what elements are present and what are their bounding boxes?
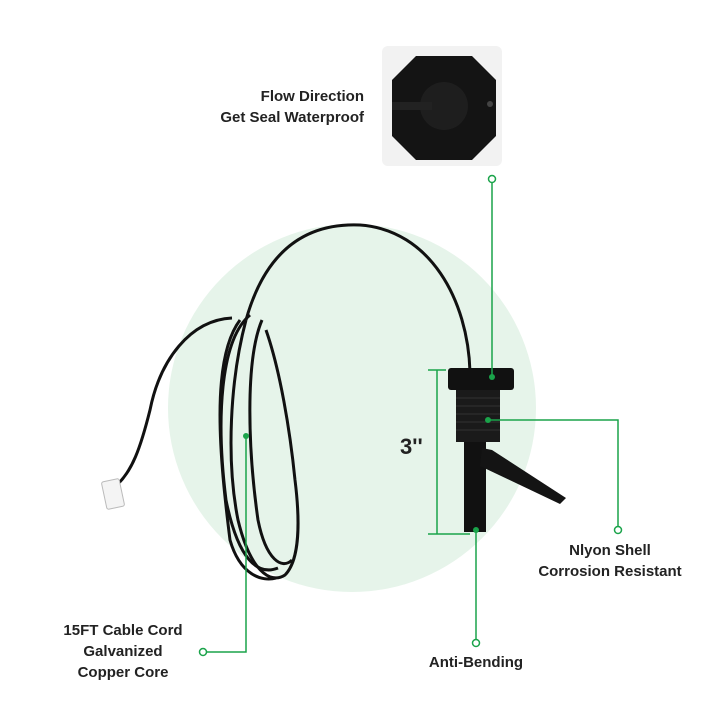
callout-cable-line3: Copper Core <box>77 664 169 681</box>
callout-flow-line1: Flow Direction <box>260 88 364 105</box>
paddle-flag <box>480 448 566 504</box>
callout-shell-line2: Corrosion Resistant <box>538 563 682 580</box>
dimension-label: 3'' <box>400 434 423 459</box>
callout-cable-line1: 15FT Cable Cord <box>63 622 183 639</box>
callout-cable-cord: 15FT Cable Cord Galvanized Copper Core <box>48 620 198 683</box>
callout-shell-line1: Nlyon Shell <box>569 542 651 559</box>
callout-flow-direction: Flow Direction Get Seal Waterproof <box>180 86 364 128</box>
flow-arrow-marker <box>487 101 493 107</box>
leader-lines <box>204 180 619 653</box>
cap-center-seal <box>420 82 468 130</box>
callout-flow-line2: Get Seal Waterproof <box>220 109 364 126</box>
leader-anchor-dots <box>243 374 495 533</box>
background-circle <box>168 224 536 592</box>
callout-bending-line1: Anti-Bending <box>428 654 524 671</box>
sensor-body <box>448 368 566 532</box>
callout-nylon-shell: Nlyon Shell Corrosion Resistant <box>520 540 700 582</box>
callout-cable-line2: Galvanized <box>83 643 163 660</box>
cable-cord <box>116 223 472 581</box>
leader-dots <box>198 174 623 657</box>
rj-connector <box>101 478 125 510</box>
dimension-bracket <box>428 369 470 535</box>
callout-anti-bending: Anti-Bending <box>404 652 548 673</box>
